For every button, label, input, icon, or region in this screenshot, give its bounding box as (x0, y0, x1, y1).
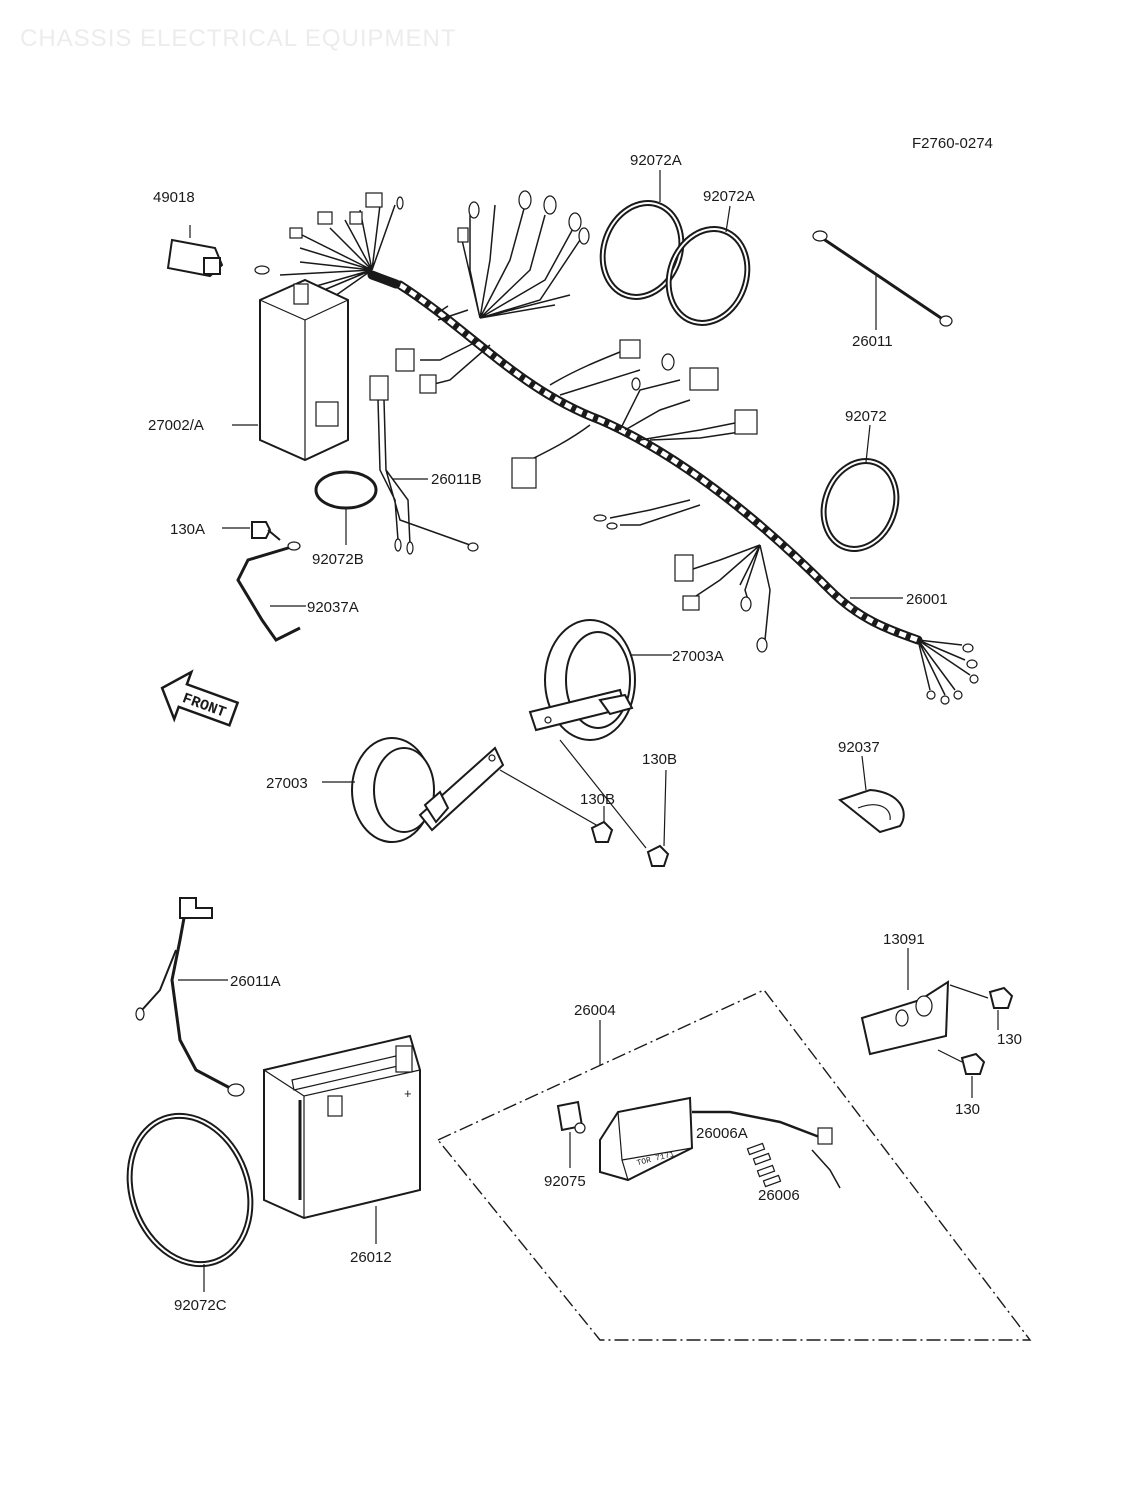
faint-page-title: CHASSIS ELECTRICAL EQUIPMENT (20, 25, 457, 52)
label-92072C: 92072C (174, 1297, 227, 1314)
label-26006A: 26006A (696, 1125, 748, 1142)
part-27003-horn (322, 737, 599, 843)
part-92075-cap (556, 1100, 586, 1168)
part-26011B-sub-harness (369, 375, 479, 555)
part-92072C-band (126, 1112, 254, 1292)
label-49018: 49018 (153, 189, 195, 206)
label-130-2: 130 (955, 1101, 980, 1118)
label-92072: 92072 (845, 408, 887, 425)
label-92072B: 92072B (312, 551, 364, 568)
label-92037: 92037 (838, 739, 880, 756)
part-92037-clamp (837, 755, 905, 834)
label-13091: 13091 (883, 931, 925, 948)
label-27003: 27003 (266, 775, 308, 792)
label-26011A: 26011A (230, 973, 281, 990)
part-130B-bolt-1 (559, 739, 670, 867)
part-130B-bolt-2 (590, 806, 614, 843)
label-92075: 92075 (544, 1173, 586, 1190)
part-26011A-battery-lead (135, 897, 245, 1097)
figure-code: F2760-0274 (912, 135, 993, 152)
kit-26004-boundary (436, 989, 1032, 1341)
label-27003A: 27003A (672, 648, 724, 665)
part-26006-fuse (756, 1164, 782, 1188)
label-26011: 26011 (852, 333, 893, 350)
part-27003A-horn (528, 619, 672, 741)
label-92072A-2: 92072A (703, 188, 755, 205)
label-26004: 26004 (574, 1002, 616, 1019)
front-arrow: FRONT (160, 669, 240, 727)
part-26011-ground-lead (812, 230, 953, 330)
part-130A-bolt (222, 521, 281, 541)
part-49018-relay (166, 225, 224, 278)
part-92072A-bands (599, 170, 751, 326)
label-26011B: 26011B (431, 471, 482, 488)
label-130B-2: 130B (580, 791, 615, 808)
part-92072-band (820, 424, 900, 552)
label-92037A: 92037A (307, 599, 359, 616)
label-26001: 26001 (906, 591, 948, 608)
part-130-bolt-2 (937, 1049, 986, 1098)
label-130B-1: 130B (642, 751, 677, 768)
label-26012: 26012 (350, 1249, 392, 1266)
battery-plus-sign: + (404, 1086, 412, 1101)
part-regulator: TOR 7171 (599, 1096, 841, 1189)
part-130-bolt-1 (949, 984, 1014, 1030)
label-92072A-1: 92072A (630, 152, 682, 169)
label-130A: 130A (170, 521, 205, 538)
part-26006A-fuse (746, 1142, 772, 1166)
label-27002A: 27002/A (148, 417, 204, 434)
part-13091-bracket (860, 948, 950, 1056)
label-130-1: 130 (997, 1031, 1022, 1048)
label-26006: 26006 (758, 1187, 800, 1204)
main-wiring-harness (254, 190, 979, 705)
part-27002A-relay-box (232, 278, 349, 462)
part-26012-battery: + (263, 1034, 421, 1244)
part-92037A-rod (236, 541, 306, 642)
part-92072B-band (314, 470, 378, 545)
